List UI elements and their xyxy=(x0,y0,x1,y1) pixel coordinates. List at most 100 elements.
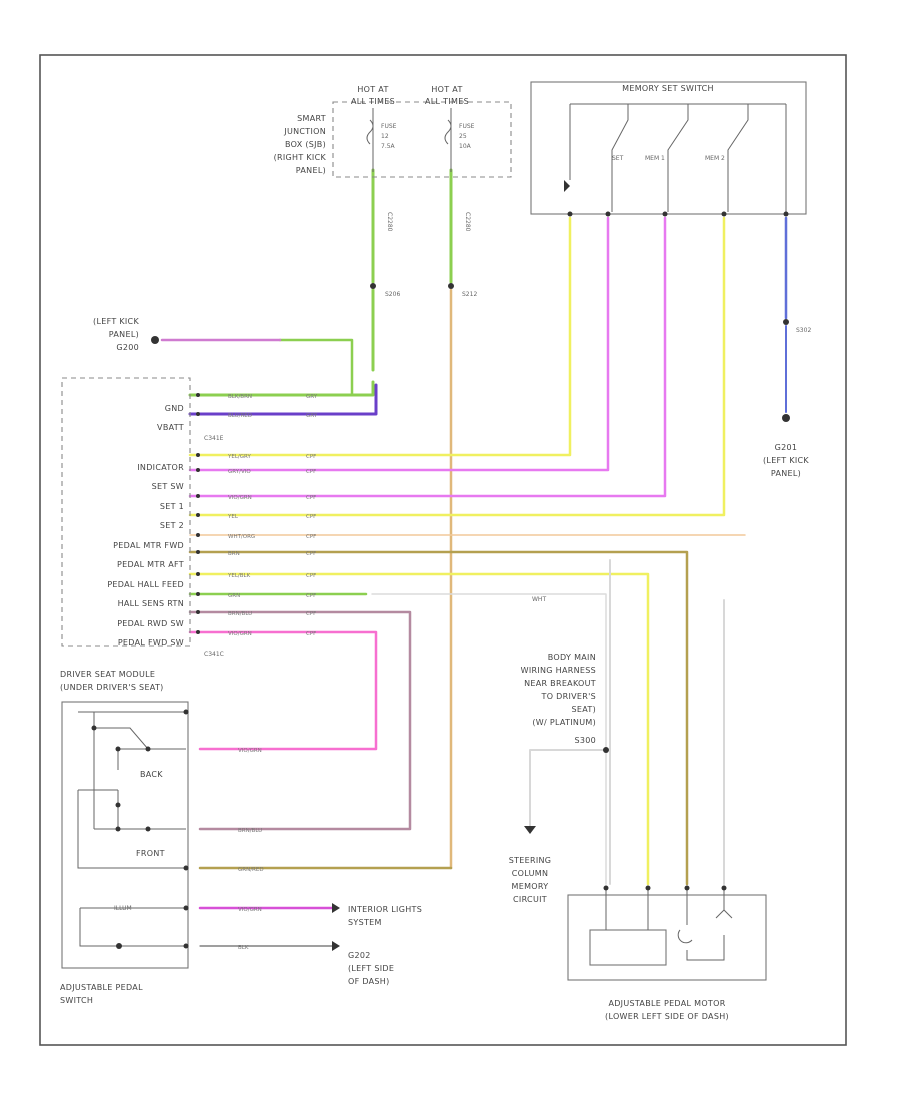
svg-text:BLU/RED: BLU/RED xyxy=(228,413,252,419)
diagram-frame xyxy=(39,54,847,1046)
pedal-switch-circuit xyxy=(77,711,186,869)
splice-s302-label: S302 xyxy=(796,327,811,334)
harness-line-2: WIRING HARNESS xyxy=(521,666,596,675)
svg-text:CPF: CPF xyxy=(306,631,316,637)
wire-rwd-sw xyxy=(188,630,378,751)
pedal-motor-label-2: (LOWER LEFT SIDE OF DASH) xyxy=(605,1012,729,1021)
svg-text:YEL: YEL xyxy=(227,514,239,520)
wire-pedal-mtr-aft xyxy=(188,572,650,886)
sjb-label-5: PANEL) xyxy=(296,166,326,175)
ground-g202: G202 (LEFT SIDE OF DASH) xyxy=(332,941,394,986)
module-label-2: (UNDER DRIVER'S SEAT) xyxy=(60,683,164,692)
wire-set1 xyxy=(188,216,726,517)
switch-contact-set: SET xyxy=(612,155,624,162)
svg-text:CPF: CPF xyxy=(306,534,316,540)
splice-s302 xyxy=(783,319,789,325)
interior-lights: INTERIOR LIGHTS SYSTEM xyxy=(332,903,422,927)
fuse-symbols xyxy=(366,119,452,145)
svg-text:VIO/GRN: VIO/GRN xyxy=(228,495,252,501)
illumination-circuit xyxy=(79,907,186,947)
harness-line-1: BODY MAIN xyxy=(548,653,596,662)
sjb-label-2: JUNCTION xyxy=(283,127,326,136)
svg-text:CPF: CPF xyxy=(306,573,316,579)
wire-hall-rtn xyxy=(188,610,412,831)
svg-text:CPF: CPF xyxy=(306,469,316,475)
module-connector-a: C341E xyxy=(204,435,224,442)
ground-icon xyxy=(782,414,790,422)
harness-line-3: NEAR BREAKOUT xyxy=(524,679,596,688)
hot2-line-1: HOT AT xyxy=(431,85,462,94)
harness-line-7: S300 xyxy=(574,736,596,745)
g201-label-1: G201 xyxy=(775,443,798,452)
pin-pedal-fwd-sw: PEDAL FWD SW xyxy=(118,638,184,647)
fuse1-line-2: 12 xyxy=(381,133,389,140)
pin-pedal-hall-feed: PEDAL HALL FEED xyxy=(107,580,184,589)
steering-line-3: MEMORY xyxy=(512,882,549,891)
driver-seat-module: GND VBATT C341E INDICATOR SET SW SET 1 S… xyxy=(60,377,224,692)
motor-block xyxy=(589,929,667,966)
hot1-line-1: HOT AT xyxy=(357,85,388,94)
pin-set-2: SET 2 xyxy=(160,521,184,530)
svg-text:WHT/ORG: WHT/ORG xyxy=(228,534,255,540)
svg-text:CPF: CPF xyxy=(306,514,316,520)
svg-text:BRN/BLU: BRN/BLU xyxy=(228,611,252,617)
svg-text:VIO/GRN: VIO/GRN xyxy=(238,748,262,754)
smart-junction-box: SMART JUNCTION BOX (SJB) (RIGHT KICK PAN… xyxy=(274,85,512,232)
splice-s206-label: S206 xyxy=(385,291,400,298)
wire-set-sw xyxy=(188,216,610,472)
splices: S206 S212 S302 xyxy=(370,283,811,334)
memory-set-switch: MEMORY SET SWITCH SET MEM 1 MEM 2 xyxy=(530,81,807,217)
pin-hall-sens-rtn: HALL SENS RTN xyxy=(118,599,184,608)
hot1-line-2: ALL TIMES xyxy=(351,97,395,106)
pedal-motor-outline xyxy=(567,894,767,981)
arrow-icon xyxy=(332,941,340,951)
harness-line-6: (W/ PLATINUM) xyxy=(532,718,596,727)
module-label-1: DRIVER SEAT MODULE xyxy=(60,670,155,679)
g202-label-3: OF DASH) xyxy=(348,977,390,986)
pin-pedal-mtr-aft: PEDAL MTR AFT xyxy=(117,560,184,569)
svg-text:GRN/RED: GRN/RED xyxy=(238,867,264,873)
fuse2-line-1: FUSE xyxy=(459,123,475,130)
wire-codes: BLK/BRN BLU/RED YEL/GRY GRY/VIO VIO/GRN … xyxy=(227,394,318,951)
memory-switch-bus xyxy=(569,103,787,212)
sjb-connector-1: C2280 xyxy=(386,212,393,232)
wire-vbatt xyxy=(188,383,378,416)
g200-label-2: PANEL) xyxy=(109,330,139,339)
sjb-label-1: SMART xyxy=(297,114,326,123)
memory-switch-title: MEMORY SET SWITCH xyxy=(622,84,714,93)
g201-label-2: (LEFT KICK xyxy=(763,456,809,465)
wire-hall-feed-white xyxy=(371,593,607,885)
g202-label-2: (LEFT SIDE xyxy=(348,964,394,973)
harness-line-4: TO DRIVER'S xyxy=(541,692,596,701)
ground-g201: G201 (LEFT KICK PANEL) xyxy=(763,414,809,478)
sjb-label-3: BOX (SJB) xyxy=(285,140,326,149)
pedal-switch-label-2: SWITCH xyxy=(60,996,93,1005)
svg-text:GRY/VIO: GRY/VIO xyxy=(228,469,251,475)
steering-memory: STEERING COLUMN MEMORY CIRCUIT xyxy=(509,826,552,904)
wire-pedal-mtr-fwd xyxy=(188,550,689,886)
pin-indicator: INDICATOR xyxy=(137,463,184,472)
interior-lights-line-1: INTERIOR LIGHTS xyxy=(348,905,422,914)
hall-sensor-symbol xyxy=(677,909,733,961)
steering-line-1: STEERING xyxy=(509,856,552,865)
svg-text:GRY: GRY xyxy=(306,413,318,419)
steering-line-4: CIRCUIT xyxy=(513,895,547,904)
hot2-line-2: ALL TIMES xyxy=(425,97,469,106)
module-outline xyxy=(61,377,191,647)
wire-mem1 xyxy=(188,216,667,498)
svg-text:CPF: CPF xyxy=(306,593,316,599)
indicator-led-icon xyxy=(564,180,570,192)
pin-gnd: GND xyxy=(165,404,184,413)
illumination-label: ILLUM xyxy=(114,905,132,912)
pin-vbatt: VBATT xyxy=(157,423,184,432)
wire-indicator xyxy=(188,216,572,457)
wire-s206-gnd xyxy=(188,288,375,397)
sjb-connector-2: C2280 xyxy=(464,212,471,232)
svg-text:YEL/GRY: YEL/GRY xyxy=(227,454,251,460)
body-harness: BODY MAIN WIRING HARNESS NEAR BREAKOUT T… xyxy=(521,596,609,753)
g202-label-1: G202 xyxy=(348,951,371,960)
pin-pedal-mtr-fwd: PEDAL MTR FWD xyxy=(113,541,184,550)
pin-pedal-rwd-sw: PEDAL RWD SW xyxy=(117,619,184,628)
svg-text:VIO/GRN: VIO/GRN xyxy=(228,631,252,637)
